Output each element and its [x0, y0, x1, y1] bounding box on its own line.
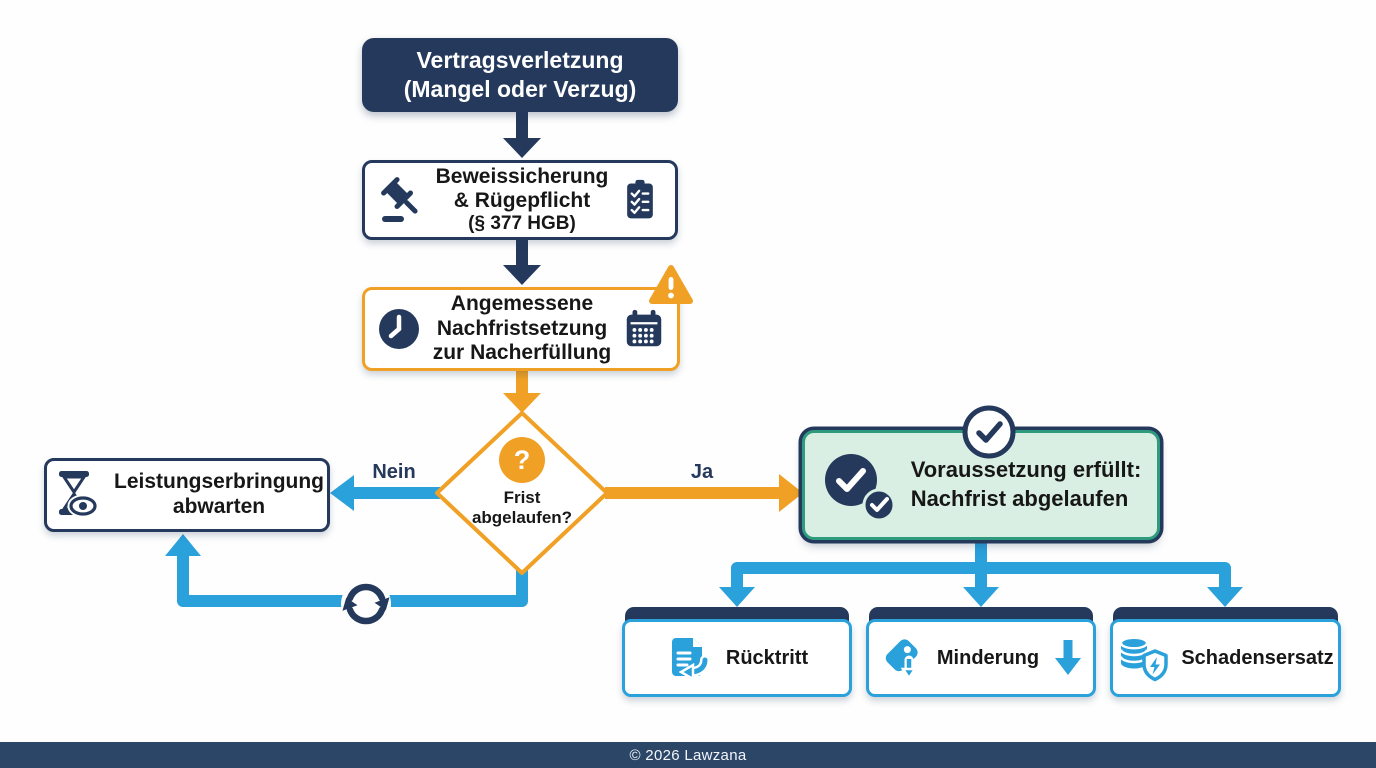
remedy-label: Minderung [936, 646, 1040, 669]
remedy-label: Schadensersatz [1181, 646, 1334, 669]
arrow-down-icon [1051, 638, 1085, 678]
node-text-line: Angemessene [450, 292, 594, 316]
decision-diamond [435, 411, 609, 575]
hourglass-eye-icon [50, 468, 104, 522]
question-icon: ? [499, 437, 545, 483]
node-text-line: zur Nacherfüllung [432, 341, 612, 365]
arrow-nachfrist-to-decision [503, 369, 541, 413]
footer-bar: © 2026 Lawzana [0, 742, 1376, 768]
cycle-icon [338, 576, 394, 632]
node-text-line: & Rügepflicht [453, 188, 591, 212]
gavel-icon [378, 176, 426, 224]
calendar-icon [621, 306, 667, 352]
node-text-line: abwarten [172, 495, 266, 518]
price-tag-down-icon [877, 634, 925, 682]
coins-shield-icon [1117, 633, 1169, 683]
node-text-line: abgelaufen? [471, 508, 573, 528]
node-leistungserbringung: Leistungserbringung abwarten [44, 458, 330, 532]
node-text-line: Frist [503, 488, 541, 507]
distribution-connector [719, 536, 1243, 607]
node-nachfristsetzung: Angemessene Nachfristsetzung zur Nacherf… [362, 287, 680, 371]
check-circle-icon [959, 402, 1019, 462]
node-text-line: (§ 377 HGB) [468, 213, 576, 235]
node-text-line: Nachfrist abgelaufen [910, 486, 1129, 511]
arrow-ja [605, 474, 803, 512]
arrow-beweis-to-nachfrist [503, 238, 541, 285]
node-text-line: Beweissicherung [435, 164, 609, 188]
arrow-start-to-beweis [503, 110, 541, 158]
arrow-nein [330, 475, 440, 511]
node-text-line: Vertragsverletzung [416, 46, 624, 73]
node-beweissicherung: Beweissicherung & Rügepflicht (§ 377 HGB… [362, 160, 678, 240]
document-return-icon [666, 634, 714, 682]
label-nein: Nein [372, 461, 416, 483]
copyright-text: © 2026 Lawzana [629, 746, 747, 764]
node-text-line: (Mangel oder Verzug) [403, 76, 637, 102]
node-vertragsverletzung: Vertragsverletzung (Mangel oder Verzug) [362, 38, 678, 112]
clipboard-checklist-icon [618, 176, 662, 224]
node-text-line: Voraussetzung erfüllt: [910, 457, 1142, 483]
node-text-line: Leistungserbringung [114, 470, 324, 494]
node-text-line: Nachfristsetzung [436, 316, 608, 340]
remedy-label: Rücktritt [725, 646, 809, 669]
node-ruecktritt: Rücktritt [622, 607, 852, 697]
clock-icon [375, 305, 423, 353]
double-check-icon [821, 447, 897, 523]
node-schadensersatz: Schadensersatz [1110, 607, 1341, 697]
node-decision: ? Frist abgelaufen? [442, 437, 602, 529]
warning-icon [648, 264, 694, 306]
node-minderung: Minderung [866, 607, 1096, 697]
label-ja: Ja [690, 461, 714, 483]
